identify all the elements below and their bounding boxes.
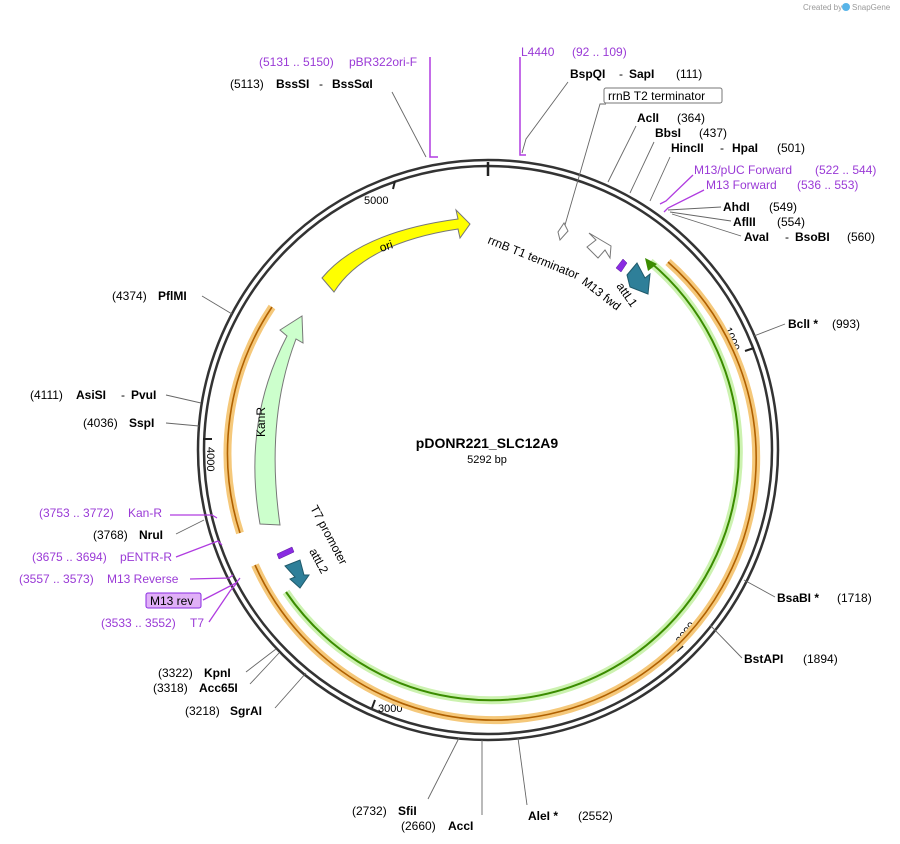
enzyme-hincii-name[interactable]: HincII xyxy=(671,141,704,155)
enzyme-bbsi-name[interactable]: BbsI xyxy=(655,126,681,140)
primer-kanr-range[interactable]: (3753 .. 3772) xyxy=(39,506,114,520)
enzyme-dash: - xyxy=(121,388,125,402)
enzyme-kpni-pos[interactable]: (3322) xyxy=(158,666,193,680)
leader-lines xyxy=(165,81,786,815)
enzyme-bcli-pos[interactable]: (993) xyxy=(832,317,860,331)
enzyme-kpni-name[interactable]: KpnI xyxy=(204,666,231,680)
kanr-feature: KanR xyxy=(254,315,304,526)
rrnb-t1-terminator: rrnB T1 terminator xyxy=(486,232,612,282)
enzyme-sspi-name[interactable]: SspI xyxy=(129,416,154,430)
enzyme-bspqi-name[interactable]: BspQI xyxy=(570,67,605,81)
primer-pentr-range[interactable]: (3675 .. 3694) xyxy=(32,550,107,564)
enzyme-bsssi-alt[interactable]: BssSαI xyxy=(332,77,373,91)
feature-label-attl2: attL2 xyxy=(306,546,331,576)
enzyme-bstapi-name[interactable]: BstAPI xyxy=(744,652,783,666)
rrnb-t2-box xyxy=(603,87,723,104)
enzyme-pflmi-name[interactable]: PflMI xyxy=(158,289,187,303)
enzyme-dash: - xyxy=(619,67,623,81)
primer-pentr-name[interactable]: pENTR-R xyxy=(120,550,172,564)
enzyme-acc65i-name[interactable]: Acc65I xyxy=(199,681,238,695)
snapgene-logo-icon xyxy=(842,3,850,11)
enzyme-asisi-alt[interactable]: PvuI xyxy=(131,388,156,402)
attl1-feature: attL1 M13 fwd xyxy=(579,258,651,313)
feature-label-kanr: KanR xyxy=(254,407,268,437)
attl2-feature: T7 promoter attL2 xyxy=(276,503,350,589)
enzyme-avai-pos[interactable]: (560) xyxy=(847,230,875,244)
enzyme-sgrai-pos[interactable]: (3218) xyxy=(185,704,220,718)
primer-m13fwd-name[interactable]: M13 Forward xyxy=(706,178,777,192)
primer-m13rev-name[interactable]: M13 Reverse xyxy=(107,572,179,586)
primer-m13puc-range[interactable]: (522 .. 544) xyxy=(815,163,876,177)
backbone-outer xyxy=(196,158,780,742)
primer-marks xyxy=(170,57,705,623)
primer-m13fwd-range[interactable]: (536 .. 553) xyxy=(797,178,858,192)
enzyme-sfii-pos[interactable]: (2732) xyxy=(352,804,387,818)
rrnb-t2-label[interactable]: rrnB T2 terminator xyxy=(608,89,705,103)
primer-t7-name[interactable]: T7 xyxy=(190,616,204,630)
credit-brand: SnapGene xyxy=(852,3,891,12)
enzyme-acli-name[interactable]: AclI xyxy=(637,111,659,125)
enzyme-nrui-name[interactable]: NruI xyxy=(139,528,163,542)
enzyme-dash: - xyxy=(720,141,724,155)
feature-label-ori: ori xyxy=(378,237,395,254)
enzyme-asisi-name[interactable]: AsiSI xyxy=(76,388,106,402)
enzyme-alei-name[interactable]: AleI * xyxy=(528,809,558,823)
primer-pbr322-name[interactable]: pBR322ori-F xyxy=(349,55,417,69)
primer-l4440-name[interactable]: L4440 xyxy=(521,45,555,59)
m13-rev-box xyxy=(145,592,202,609)
enzyme-bsabi-pos[interactable]: (1718) xyxy=(837,591,872,605)
enzyme-acc65i-pos[interactable]: (3318) xyxy=(153,681,188,695)
enzyme-aflii-name[interactable]: AflII xyxy=(733,215,756,229)
enzyme-hincii-alt[interactable]: HpaI xyxy=(732,141,758,155)
tick-label: 3000 xyxy=(378,703,402,715)
primer-t7-range[interactable]: (3533 .. 3552) xyxy=(101,616,176,630)
enzyme-avai-alt[interactable]: BsoBI xyxy=(795,230,830,244)
orf-arcs xyxy=(223,259,761,724)
enzyme-avai-name[interactable]: AvaI xyxy=(744,230,769,244)
enzyme-acci-pos[interactable]: (2660) xyxy=(401,819,436,833)
primer-m13rev-range[interactable]: (3557 .. 3573) xyxy=(19,572,94,586)
primer-m13puc-name[interactable]: M13/pUC Forward xyxy=(694,163,792,177)
enzyme-bsssi-name[interactable]: BssSI xyxy=(276,77,309,91)
tick-label: 4000 xyxy=(204,447,216,471)
feature-label-m13-fwd: M13 fwd xyxy=(579,274,623,313)
enzyme-bbsi-pos[interactable]: (437) xyxy=(699,126,727,140)
m13-rev-box-label[interactable]: M13 rev xyxy=(150,594,193,608)
enzyme-sfii-name[interactable]: SfiI xyxy=(398,804,417,818)
enzyme-asisi-pos[interactable]: (4111) xyxy=(30,388,63,402)
enzyme-dash: - xyxy=(785,230,789,244)
enzyme-aflii-pos[interactable]: (554) xyxy=(777,215,805,229)
rrnb-t2-feature xyxy=(557,222,569,242)
enzyme-bcli-name[interactable]: BclI * xyxy=(788,317,818,331)
enzyme-sspi-pos[interactable]: (4036) xyxy=(83,416,118,430)
plasmid-name: pDONR221_SLC12A9 xyxy=(416,435,559,451)
tick-label: 5000 xyxy=(364,195,388,207)
ori-feature: ori xyxy=(321,208,471,293)
enzyme-sgrai-name[interactable]: SgrAI xyxy=(230,704,262,718)
enzyme-bstapi-pos[interactable]: (1894) xyxy=(803,652,838,666)
credit-text: Created by xyxy=(803,3,842,12)
enzyme-ahdi-pos[interactable]: (549) xyxy=(769,200,797,214)
enzyme-acci-name[interactable]: AccI xyxy=(448,819,473,833)
plasmid-length: 5292 bp xyxy=(467,454,507,466)
insert-arc xyxy=(282,258,743,705)
enzyme-bspqi-pos[interactable]: (111) xyxy=(676,67,702,81)
primer-kanr-name[interactable]: Kan-R xyxy=(128,506,162,520)
enzyme-bspqi-alt[interactable]: SapI xyxy=(629,67,654,81)
primer-l4440-range[interactable]: (92 .. 109) xyxy=(572,45,627,59)
enzyme-dash: - xyxy=(319,77,323,91)
enzyme-bsabi-name[interactable]: BsaBI * xyxy=(777,591,819,605)
primer-pbr322-range[interactable]: (5131 .. 5150) xyxy=(259,55,334,69)
enzyme-bsssi-pos[interactable]: (5113) xyxy=(230,77,264,91)
enzyme-nrui-pos[interactable]: (3768) xyxy=(93,528,128,542)
enzyme-alei-pos[interactable]: (2552) xyxy=(578,809,613,823)
enzyme-ahdi-name[interactable]: AhdI xyxy=(723,200,750,214)
enzyme-pflmi-pos[interactable]: (4374) xyxy=(112,289,147,303)
feature-label-rrnb-t1: rrnB T1 terminator xyxy=(486,233,581,282)
enzyme-acli-pos[interactable]: (364) xyxy=(677,111,705,125)
enzyme-hincii-pos[interactable]: (501) xyxy=(777,141,805,155)
